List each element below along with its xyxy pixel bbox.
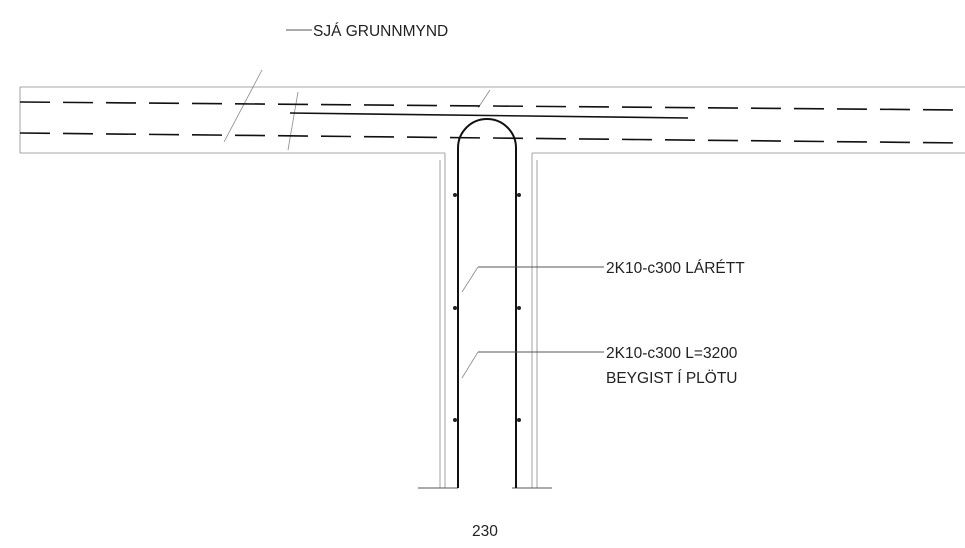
- slab-bottom-rebar: [19, 132, 965, 144]
- rebar-dot: [453, 306, 457, 310]
- vertical-rebar-leader-slant: [461, 351, 479, 379]
- rebar-dot: [517, 306, 521, 310]
- slab-hatch-3: [477, 89, 491, 109]
- slab-top-rebar: [19, 101, 965, 111]
- slab-reinforcement: [19, 101, 965, 144]
- horizontal-rebar-leader-slant: [461, 266, 479, 293]
- horizontal-rebar-label: 2K10-c300 LÁRÉTT: [606, 260, 745, 277]
- wall-outline: [418, 153, 552, 489]
- wall-thickness-dimension: 230: [472, 523, 498, 540]
- vertical-rebar-label-line2: BEYGIST Í PLÖTU: [606, 369, 738, 387]
- slab-hatch-2: [287, 91, 299, 151]
- slab-hatch-1: [223, 69, 263, 143]
- slab-outline: [19, 69, 965, 154]
- reference-label: SJÁ GRUNNMYND: [313, 23, 448, 40]
- vertical-rebar-label-line1: 2K10-c300 L=3200: [606, 345, 738, 362]
- slab-added-bar: [289, 112, 689, 119]
- rebar-dot: [453, 193, 457, 197]
- rebar-dot: [517, 418, 521, 422]
- leader-lines: [286, 29, 604, 379]
- rebar-dot: [517, 193, 521, 197]
- u-bar-hairpin: [457, 118, 517, 488]
- horizontal-rebar-dots: [453, 193, 521, 422]
- rebar-dot: [453, 418, 457, 422]
